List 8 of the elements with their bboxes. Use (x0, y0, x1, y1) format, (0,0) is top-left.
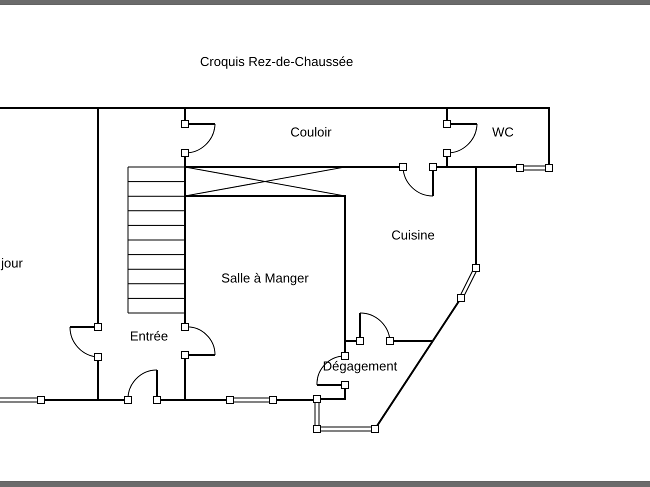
room-label: Dégagement (322, 360, 398, 372)
room-label: Entrée (130, 330, 168, 342)
room-label: Salle à Manger (221, 272, 309, 284)
room-label: jour (1, 256, 23, 270)
plan-title: Croquis Rez-de-Chaussée (200, 53, 354, 71)
room-label: Couloir (290, 126, 332, 138)
room-label: Cuisine (391, 228, 435, 242)
room-label: WC (492, 126, 514, 138)
